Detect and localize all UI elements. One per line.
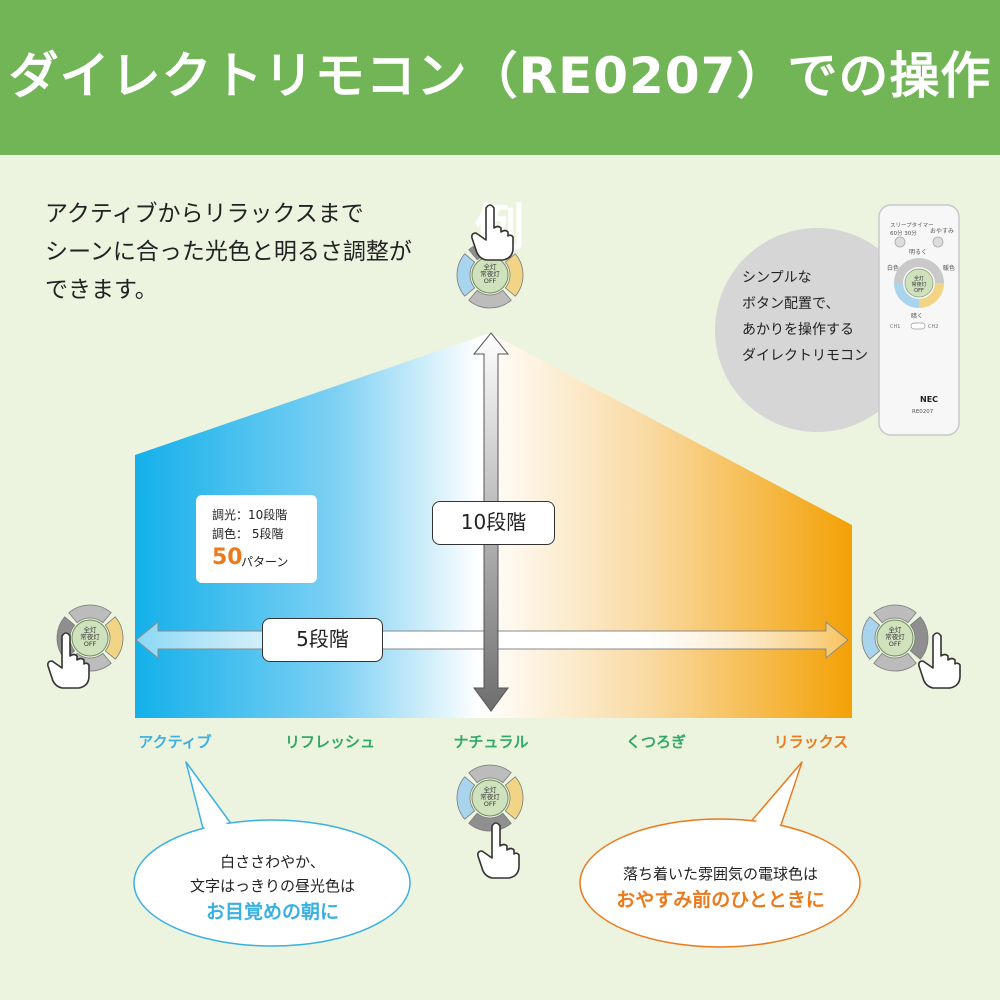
dial-segment-bottom[interactable] [468,289,512,309]
dial-segment-left[interactable] [456,776,476,820]
bubble-right-text: 落ち着いた雰囲気の電球色は おやすみ前のひとときに [588,862,853,914]
intro-text: アクティブからリラックスまで シーンに合った光色と明るさ調整が できます。 [45,195,412,309]
bubble-left-text: 白ささわやか、 文字はっきりの昼光色は お目覚めの朝に [140,850,405,926]
bubble-left-line: 白ささわやか、 [220,853,325,871]
dial-segment-right[interactable] [504,253,524,297]
dial-segment-top[interactable] [68,604,112,624]
dial-center-button[interactable] [71,619,109,657]
remote-sleep-button[interactable] [894,236,906,248]
dial-center-label: OFF [889,640,902,648]
dial-segment-right[interactable] [909,616,929,660]
remote-sleep-timer: スリープタイマー [890,221,934,229]
page-title: ダイレクトリモコン（RE0207）での操作例 [8,47,992,257]
remote-timer-values: 60分 30分 [890,229,917,237]
dial-center-label: 常夜灯 [80,632,100,641]
dial-center-label: OFF [484,800,497,808]
horizontal-steps-label: 5段階 [262,618,383,662]
dial-center-label: 全灯 [484,262,498,271]
dial-center-label: OFF [84,640,97,648]
dial-center-label: 全灯 [484,785,498,794]
intro-line: アクティブからリラックスまで [45,201,364,227]
dial-segment-top[interactable] [873,604,917,624]
remote-darker: 暗く [911,312,923,320]
pointing-hand-bottom [477,822,520,879]
remote-oyasumi: おやすみ [930,227,954,235]
dial-segment-left[interactable] [861,616,881,660]
callout-line: あかりを操作する [742,322,854,338]
dial-segment-right[interactable] [104,616,124,660]
toning-steps: 調色： 5段階 [212,527,284,541]
callout-circle [715,228,919,432]
remote-brighter: 明るく [909,249,927,256]
remote-ch1: CH1 [890,324,900,330]
remote-ch-switch[interactable] [910,322,926,330]
dimming-steps: 調光：10段階 [212,508,288,522]
remote-model: RE0207 [912,409,934,415]
bubble-right [579,761,861,948]
remote-dial-label-3: OFF [914,288,924,294]
pointing-hand-right [918,632,961,689]
info-box: 調光：10段階 調色： 5段階 50 パターン [196,495,317,583]
header-bar: ダイレクトリモコン（RE0207）での操作例 [0,0,1000,257]
dial-center-label: OFF [484,277,497,285]
remote-warm: 暖色 [943,264,955,272]
callout-line: ボタン配置で、 [742,296,840,312]
remote-control: スリープタイマー 60分 30分 おやすみ 明るく 白色 暖色 全灯 常夜灯 O… [878,204,960,436]
category-relax: リラックス [773,733,849,751]
intro-line: シーンに合った光色と明るさ調整が [45,239,412,265]
remote-dial[interactable]: 全灯 常夜灯 OFF [894,258,944,308]
remote-dial-label-2: 常夜灯 [911,281,926,288]
dial-segment-top[interactable] [468,764,512,784]
dial-center-button[interactable] [876,619,914,657]
remote-ch2: CH2 [928,324,938,330]
dial-center-label: 全灯 [889,625,903,634]
remote-dial-label-1: 全灯 [914,275,924,282]
dial-center-label: 全灯 [84,625,98,634]
remote-white: 白色 [887,264,899,272]
bubble-left [133,761,411,947]
dial-segment-left[interactable] [456,253,476,297]
remote-oyasumi-button[interactable] [932,236,944,248]
bubble-left-line: 文字はっきりの昼光色は [189,877,355,895]
callout-line: シンプルな [742,270,812,286]
dial-center-label: 常夜灯 [480,792,500,801]
category-natural: ナチュラル [453,733,529,751]
dial-segment-bottom[interactable] [873,652,917,672]
intro-line: できます。 [45,277,158,303]
pointing-hand-top [471,204,514,261]
dial-center-button[interactable] [471,779,509,817]
category-kutsurogi: くつろぎ [625,733,687,751]
bubble-right-strong: おやすみ前のひとときに [616,889,825,911]
pattern-suffix: パターン [241,555,289,569]
bubble-left-strong: お目覚めの朝に [205,901,339,923]
dial-center-label: 常夜灯 [885,632,905,641]
category-active: アクティブ [138,733,212,751]
vertical-steps-label: 10段階 [432,501,555,545]
dial-segment-right[interactable] [504,776,524,820]
pointing-hand-left [47,632,90,689]
callout-text: シンプルな ボタン配置で、 あかりを操作する ダイレクトリモコン [742,265,868,369]
callout-line: ダイレクトリモコン [742,348,868,364]
dial-center-label: 常夜灯 [480,269,500,278]
pattern-count: 50 [212,545,243,570]
remote-brand: NEC [920,395,938,404]
bubble-right-line: 落ち着いた雰囲気の電球色は [622,865,818,883]
category-refresh: リフレッシュ [284,733,376,751]
